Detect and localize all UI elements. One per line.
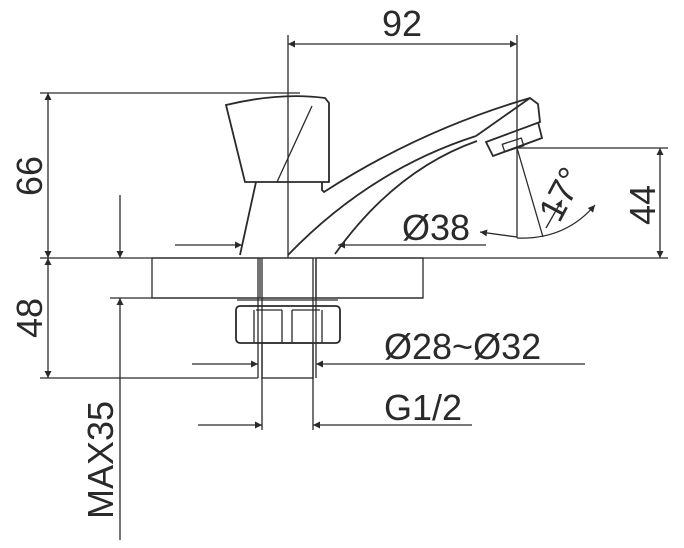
dim-nut-diameter: Ø28~Ø32: [384, 326, 541, 367]
dim-max-deck-thickness: MAX35: [80, 401, 121, 519]
countertop-section: [40, 257, 668, 299]
dimension-lines: [40, 35, 668, 540]
dim-outlet-height: 44: [622, 185, 663, 225]
dim-height-above-deck: 66: [9, 156, 50, 196]
faucet-outline: [224, 95, 544, 256]
dim-spout-reach: 92: [382, 3, 422, 44]
dim-thread: G1/2: [384, 387, 462, 428]
mounting-nut: [235, 258, 341, 430]
dim-below-deck-length: 48: [9, 298, 50, 338]
dim-base-diameter: Ø38: [402, 207, 470, 248]
